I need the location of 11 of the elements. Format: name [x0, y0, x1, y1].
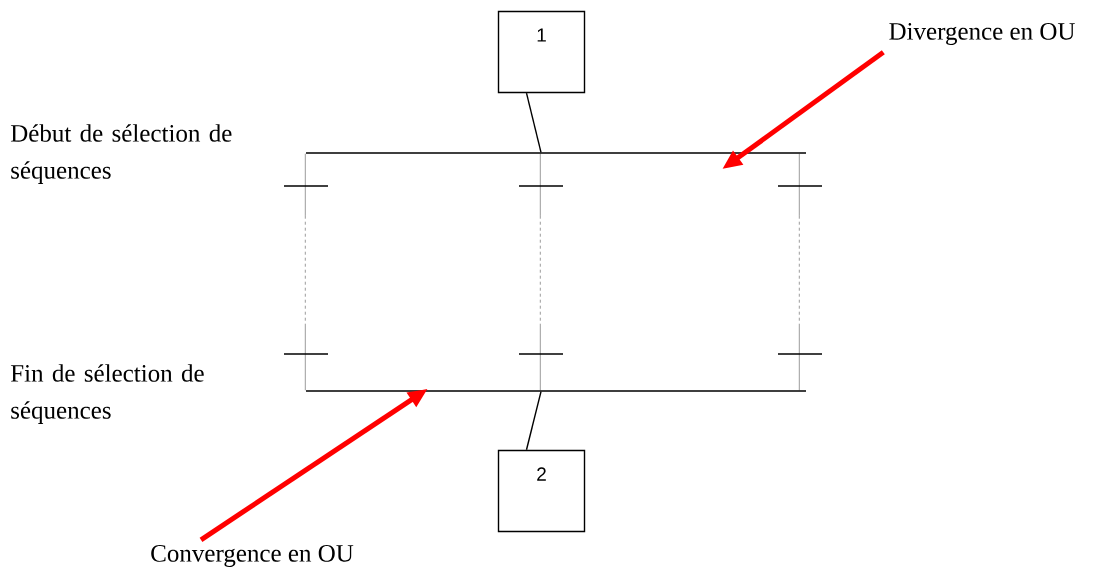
step-box: 1 [497, 10, 586, 94]
side-label: Début de sélection de séquences [10, 124, 232, 184]
link-line [525, 92, 542, 153]
link-line [525, 391, 542, 451]
side-label: Fin de sélection de séquences [10, 364, 204, 424]
branch-line [540, 153, 541, 391]
annotation-text: Convergence en OU [151, 545, 354, 567]
branch-line [799, 153, 800, 391]
annotation-text: Divergence en OU [889, 23, 1075, 45]
branch-line [305, 153, 306, 391]
step-box: 2 [497, 449, 586, 533]
